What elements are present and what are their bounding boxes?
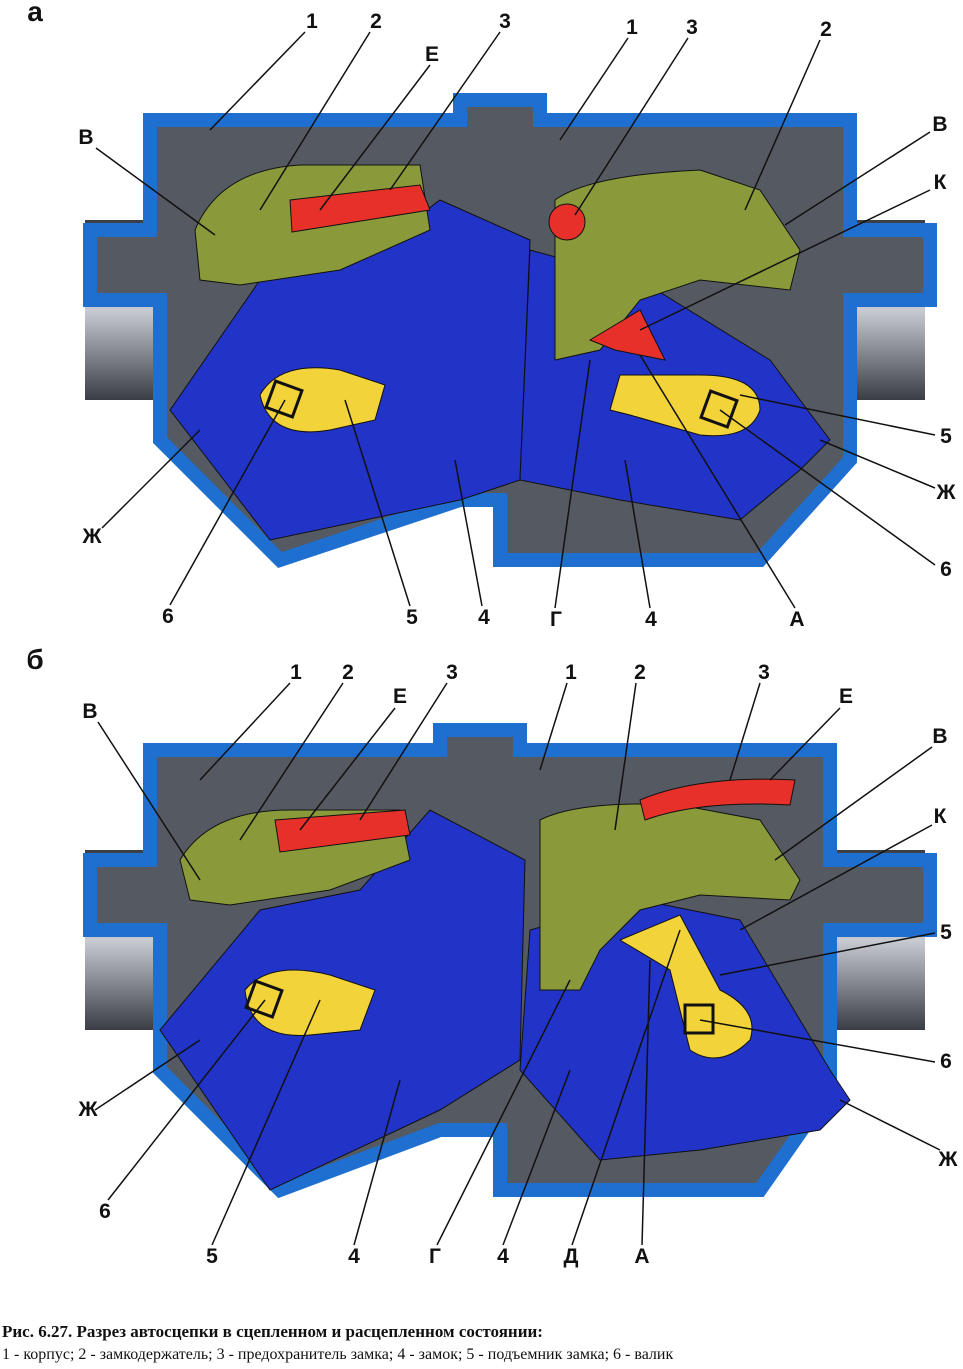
label: 4 [478,606,490,629]
label: 5 [406,606,418,629]
panel-label-a: а [27,0,43,27]
label: Ж [78,1098,98,1121]
label: Е [424,43,440,66]
label: 1 [626,16,638,39]
lifter-5-left [244,969,376,1036]
lifter-5-right [609,374,761,437]
shaft-6-left [264,379,304,419]
panel-label-b: б [26,644,44,675]
label: 4 [348,1245,360,1268]
label: К [933,805,947,828]
label: Ж [936,481,956,504]
shaft-6-right [683,1003,715,1035]
shaft-6-right [699,389,739,429]
leader-lines-a [95,31,936,609]
label: Ж [938,1148,958,1171]
figure-caption-title: Рис. 6.27. Разрез автосцепки в сцепленно… [2,1322,543,1341]
label: Е [838,685,854,708]
label: 4 [645,608,657,631]
label: 3 [446,661,458,684]
label: В [932,725,948,748]
fuse-3-right [548,203,586,241]
fuse-3-right [639,778,796,821]
label: 6 [940,558,952,581]
label: Д [563,1245,579,1268]
label: 1 [290,661,302,684]
label: 5 [940,425,952,448]
label: В [932,113,948,136]
label: Е [392,685,408,708]
label: 1 [306,10,318,33]
label: 6 [940,1050,952,1073]
label: Г [429,1245,441,1268]
label: 3 [686,16,698,39]
figure-caption-legend: 1 - корпус; 2 - замкодержатель; 3 - пред… [2,1346,674,1363]
label: 6 [99,1200,111,1223]
label: 2 [370,10,382,33]
leader-lines-b [94,682,941,1246]
label: 3 [758,661,770,684]
label: Г [550,608,562,631]
shaft-6-left [244,979,284,1019]
lock-holder-2-right [554,169,801,361]
label: В [78,126,94,149]
label: А [634,1245,650,1268]
coupled-state-panel [83,31,937,609]
label: К [933,171,947,194]
label: В [82,700,98,723]
label: Ж [82,525,102,548]
label: 5 [206,1245,218,1268]
lifter-5-right [618,914,753,1059]
label: 2 [342,661,354,684]
fuse-3-right-tip [588,309,666,361]
label: А [789,608,805,631]
label: 4 [497,1245,509,1268]
fuse-3-left [289,184,431,233]
label: 5 [940,921,952,944]
fuse-3-left [274,809,411,853]
label: 2 [634,661,646,684]
label: 2 [820,18,832,41]
uncoupled-state-panel [83,682,941,1246]
label: 1 [565,661,577,684]
label: 3 [499,10,511,33]
label: 6 [162,605,174,628]
